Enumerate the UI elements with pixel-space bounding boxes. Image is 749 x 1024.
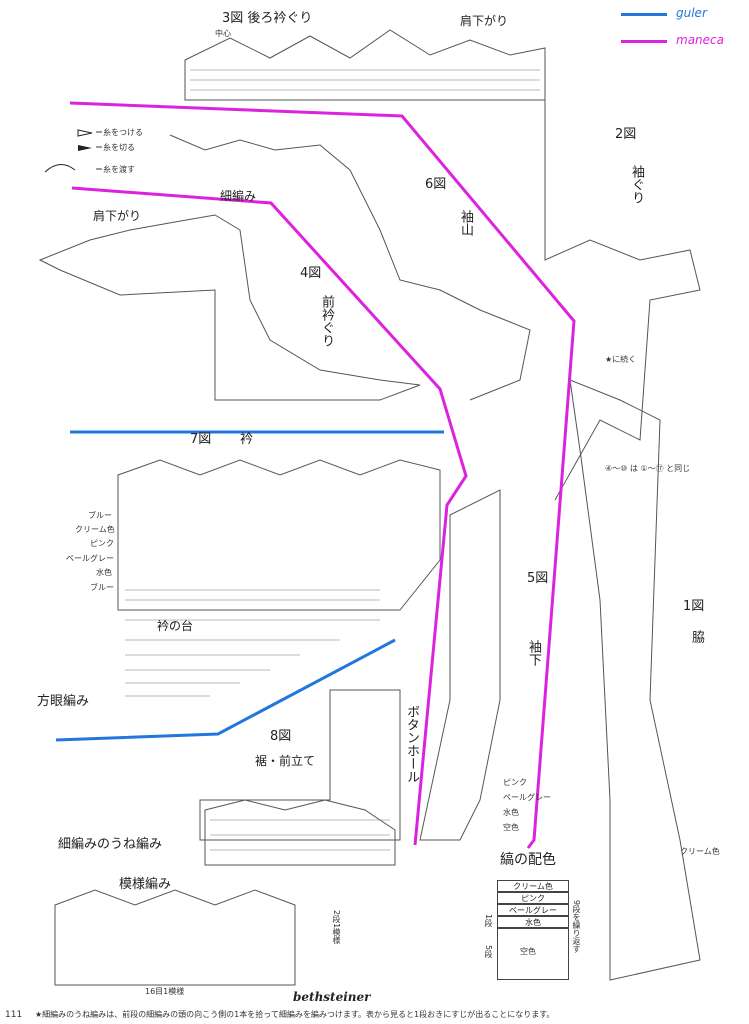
- page-number: 111: [5, 1010, 23, 1020]
- magenta-line-top: [69, 101, 576, 849]
- stripe-row-1: ピンク: [497, 892, 569, 904]
- fig3-motif: [184, 29, 546, 101]
- legend-guler-line: [621, 13, 667, 16]
- legend-maneca-line: [621, 40, 667, 43]
- fig3-shoulder: 肩下がり: [460, 14, 509, 28]
- fig5-title: 5図: [527, 571, 549, 586]
- fig3-center: 中心: [215, 29, 231, 38]
- legend-guler-label: guler: [676, 6, 707, 20]
- pattern-stitch-label: 模様編み: [119, 877, 172, 892]
- blue-line-lower: [55, 638, 396, 742]
- collar-color-1: クリーム色: [75, 525, 115, 534]
- fig7-title: 7図: [190, 432, 212, 447]
- collar-color-2: ピンク: [90, 539, 114, 548]
- fig8-title: 8図: [270, 729, 292, 744]
- symbol-attach-label: ＝糸をつける: [95, 128, 143, 137]
- stripe-row-2: ベールグレー: [497, 904, 569, 916]
- symbol-cut-label: ＝糸を切る: [95, 143, 135, 152]
- stripe-side-note: 9段を繰り返す: [572, 900, 581, 954]
- sleeve-color-3: 空色: [503, 823, 519, 832]
- fig1-color: クリーム色: [680, 847, 720, 856]
- fig6-title: 6図: [425, 177, 447, 192]
- stripe-base: [497, 928, 569, 980]
- fig1-title: 1図: [683, 599, 705, 614]
- fig5-part: 袖下: [526, 640, 541, 666]
- fig4-stitch: 細編み: [220, 189, 257, 203]
- fig7-motif: [117, 459, 441, 611]
- collar-color-0: ブルー: [88, 511, 112, 520]
- symbol-carry-label: ＝糸を渡す: [95, 165, 135, 174]
- stripe-row-0: クリーム色: [497, 880, 569, 892]
- stripe-left-bottom: 5段: [484, 945, 493, 959]
- fig2-part: 袖ぐり: [629, 165, 644, 204]
- sleeve-color-2: 水色: [503, 808, 519, 817]
- stripe-row-3: 水色: [497, 916, 569, 928]
- fig2-motif: [544, 95, 701, 501]
- fig3-title: 3図 後ろ衿ぐり: [222, 11, 313, 26]
- signature: bethsteiner: [293, 990, 371, 1004]
- pattern-repeat-label: 16目1模様: [145, 987, 185, 996]
- stripe-title: 縞の配色: [500, 852, 556, 868]
- fig7-part: 衿: [240, 432, 254, 447]
- collar-color-4: 水色: [96, 568, 112, 577]
- fig4-part: 前衿ぐり: [319, 295, 334, 347]
- fig1-part: 脇: [689, 630, 704, 643]
- legend-maneca-label: maneca: [676, 33, 724, 47]
- fig6-motif: [169, 134, 531, 401]
- pattern-rows-label: 2段1模様: [332, 910, 341, 945]
- fig1-note-same: ④～⑩ は ①～⑰ と同じ: [605, 464, 691, 473]
- footer-note: ★細編みのうね編みは、前段の細編みの頭の向こう側の1本を拾って細編みを編みつけま…: [35, 1010, 555, 1019]
- fig8-part: 裾・前立て: [255, 754, 316, 768]
- fig5-motif: [419, 489, 501, 841]
- fig1-motif: [569, 379, 701, 981]
- fig6-part: 袖山: [458, 210, 473, 236]
- fig2-title: 2図: [615, 127, 637, 142]
- fig8-motif: [199, 689, 401, 841]
- collar-color-3: ベールグレー: [66, 554, 114, 563]
- sleeve-color-1: ベールグレー: [503, 793, 551, 802]
- fig4-title: 4図: [300, 266, 322, 281]
- sleeve-color-0: ピンク: [503, 778, 527, 787]
- ridge-stitch-label: 細編みのうね編み: [58, 837, 163, 852]
- collar-color-5: ブルー: [90, 583, 114, 592]
- fig7-base: 衿の台: [157, 619, 194, 633]
- magenta-line-inner: [71, 186, 468, 846]
- ridge-motif: [204, 799, 396, 866]
- fig1-note-start: ★に続く: [605, 355, 637, 364]
- fig4-motif: [38, 214, 421, 401]
- fig8-buttonhole: ボタンホール: [404, 705, 419, 783]
- stripe-base-label: 空色: [520, 947, 536, 956]
- fig4-shoulder: 肩下がり: [93, 209, 142, 223]
- stripe-left-top: 1段: [484, 914, 493, 928]
- pattern-motif: [54, 889, 296, 986]
- mesh-stitch-label: 方眼編み: [37, 694, 90, 709]
